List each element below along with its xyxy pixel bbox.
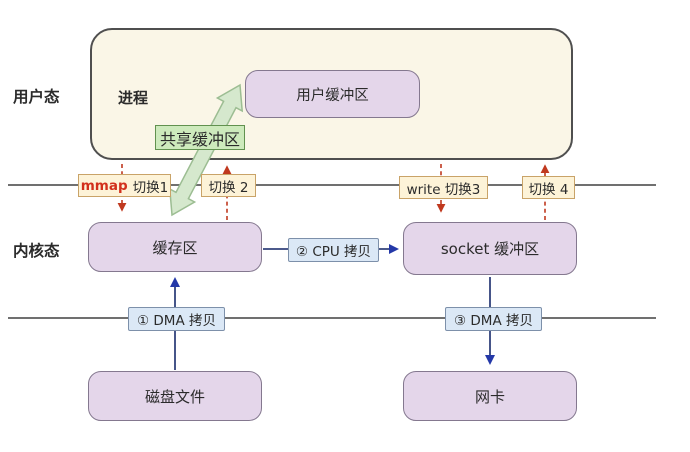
switch3-label: write 切换3 bbox=[406, 181, 481, 198]
dma-copy3-label: ③ DMA 拷贝 bbox=[454, 313, 533, 329]
switch1-label: 切换1 bbox=[132, 179, 169, 196]
switch2-label: 切换 2 bbox=[208, 179, 249, 196]
switch4-tag: 切换 4 bbox=[522, 176, 575, 199]
dma-copy1-label: ① DMA 拷贝 bbox=[137, 313, 216, 329]
switch2-tag: 切换 2 bbox=[201, 174, 256, 197]
nic-label: 网卡 bbox=[474, 387, 505, 406]
mmap-keyword: mmap bbox=[80, 177, 128, 194]
disk-file-label: 磁盘文件 bbox=[144, 387, 205, 406]
user-mode-label: 用户态 bbox=[13, 88, 60, 106]
switch1-tag: mmap 切换1 bbox=[78, 174, 171, 197]
shared-buffer-label: 共享缓冲区 bbox=[159, 129, 240, 149]
switch3-tag: write 切换3 bbox=[399, 176, 488, 199]
dma-copy3-tag: ③ DMA 拷贝 bbox=[445, 307, 542, 331]
kernel-buffer-label: 缓存区 bbox=[152, 238, 198, 257]
socket-buffer-box: socket 缓冲区 bbox=[403, 222, 577, 275]
cpu-copy2-label: ② CPU 拷贝 bbox=[295, 244, 372, 260]
nic-box: 网卡 bbox=[403, 371, 577, 421]
disk-file-box: 磁盘文件 bbox=[88, 371, 262, 421]
switch4-label: 切换 4 bbox=[528, 181, 569, 198]
socket-buffer-label: socket 缓冲区 bbox=[440, 240, 540, 258]
kernel-mode-label: 内核态 bbox=[13, 242, 60, 260]
process-label: 进程 bbox=[118, 89, 149, 107]
user-buffer-label: 用户缓冲区 bbox=[296, 87, 369, 104]
shared-buffer-tag: 共享缓冲区 bbox=[155, 125, 245, 150]
kernel-buffer-box: 缓存区 bbox=[88, 222, 262, 272]
dma-copy1-tag: ① DMA 拷贝 bbox=[128, 307, 225, 331]
cpu-copy2-tag: ② CPU 拷贝 bbox=[288, 238, 379, 262]
user-buffer-box: 用户缓冲区 bbox=[245, 70, 420, 118]
